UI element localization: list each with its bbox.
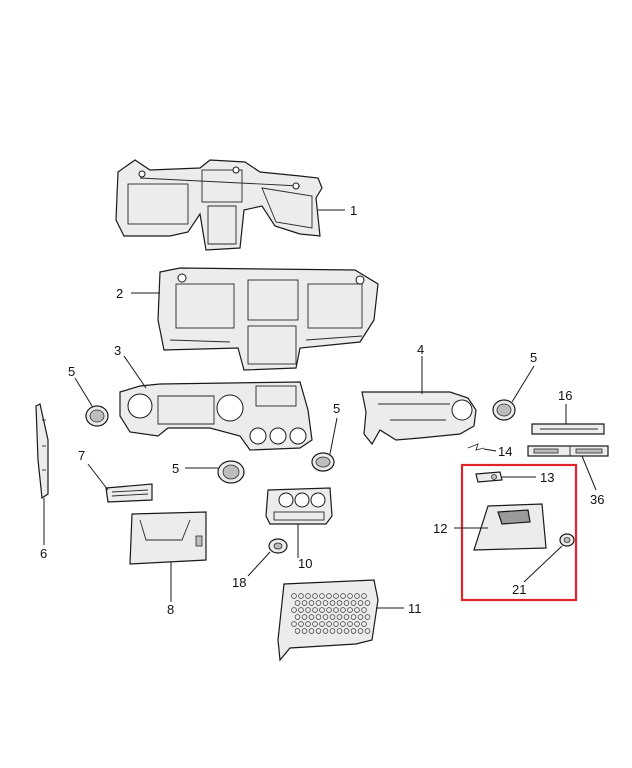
part-3-cluster-bezel	[119, 381, 313, 451]
callout-21: 21	[512, 582, 526, 597]
callout-8: 8	[167, 602, 174, 617]
part-2-panel-base	[157, 267, 379, 371]
callout-12: 12	[433, 521, 447, 536]
part-6-side-strip	[35, 403, 49, 500]
part-18-knob	[268, 538, 288, 554]
callout-1: 1	[350, 203, 357, 218]
callout-36: 36	[590, 492, 604, 507]
part-7-switch-bezel	[105, 483, 153, 503]
part-8-lower-trim	[129, 511, 207, 565]
part-1-dash-frame	[115, 159, 323, 251]
callout-16: 16	[558, 388, 572, 403]
part-11-storage-bin	[277, 579, 379, 662]
part-13-latch	[475, 471, 503, 483]
callout-3: 3	[114, 343, 121, 358]
callout-11: 11	[408, 601, 422, 616]
part-10-hvac-bezel	[265, 487, 333, 525]
callout-5-d: 5	[172, 461, 179, 476]
callout-5-c: 5	[333, 401, 340, 416]
part-5-air-vent-a	[85, 405, 109, 427]
callout-18: 18	[232, 575, 246, 590]
part-36-badge	[527, 445, 609, 457]
callout-5-b: 5	[530, 350, 537, 365]
part-14-clip	[467, 443, 485, 451]
callout-7: 7	[78, 448, 85, 463]
part-21-bumper	[559, 533, 575, 547]
leader-lines	[43, 209, 597, 609]
part-4-passenger-trim	[361, 391, 477, 446]
callout-4: 4	[417, 342, 424, 357]
callout-2: 2	[116, 286, 123, 301]
part-16-trim-strip	[531, 423, 605, 435]
part-5-air-vent-b	[217, 460, 245, 484]
part-5-air-vent-c	[311, 452, 335, 472]
part-5-air-vent-d	[492, 399, 516, 421]
callout-10: 10	[298, 556, 312, 571]
callout-5-a: 5	[68, 364, 75, 379]
callout-6: 6	[40, 546, 47, 561]
callout-14: 14	[498, 444, 512, 459]
callout-13: 13	[540, 470, 554, 485]
part-11-grille-pattern	[291, 593, 371, 634]
part-12-glove-box-door	[473, 503, 547, 551]
highlight-box	[460, 463, 578, 602]
